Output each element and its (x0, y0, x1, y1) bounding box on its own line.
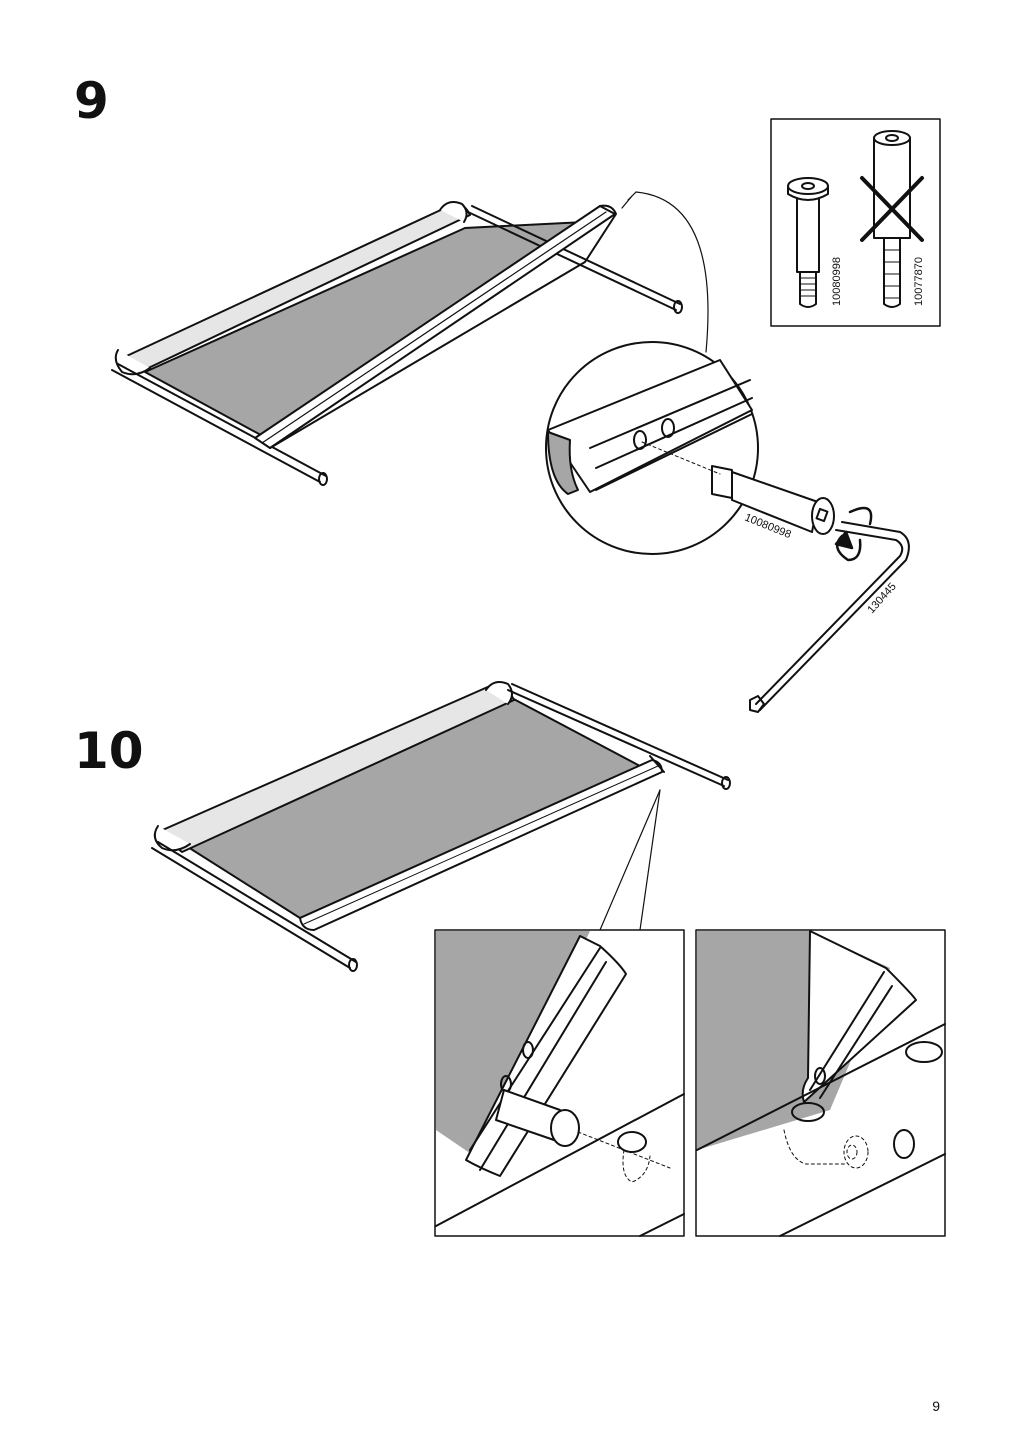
correct-screw-icon (787, 177, 829, 308)
cross-icon (860, 176, 924, 242)
step-10-chair-frame (151, 681, 731, 972)
leader-lines (599, 789, 661, 931)
step-10-number: 10 (74, 722, 144, 780)
step-10-detail-left (434, 929, 685, 1237)
correct-screw-label: 10080998 (831, 257, 843, 306)
page-number: 9 (932, 1398, 940, 1414)
rotate-arrow-icon (834, 506, 873, 562)
allen-key-icon (749, 521, 910, 713)
detail-screw-icon (711, 465, 835, 535)
parts-reference-box (770, 118, 941, 327)
step-10-detail-right (695, 929, 946, 1237)
wrong-screw-label: 10077870 (913, 257, 925, 306)
step-9-detail-circle (545, 191, 910, 713)
step-9-chair-frame (111, 191, 683, 486)
wrong-screw-icon (873, 130, 911, 308)
step-9-number: 9 (74, 72, 109, 130)
